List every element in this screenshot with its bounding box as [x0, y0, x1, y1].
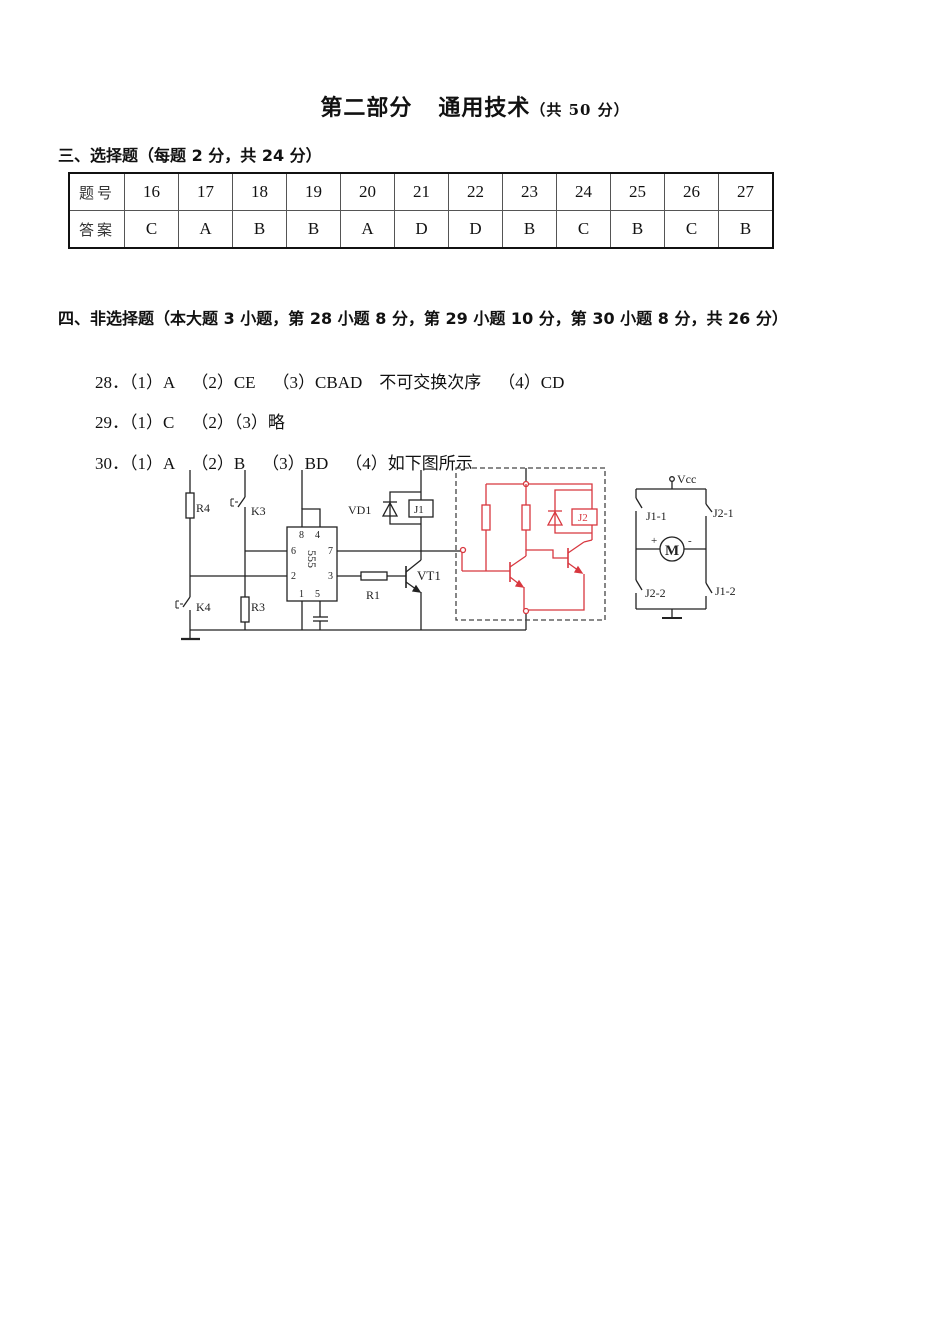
answer-cell: A [178, 210, 233, 249]
label-j1: J1 [414, 504, 424, 516]
pin4-label: 4 [315, 530, 320, 541]
label-k4: K4 [196, 600, 211, 614]
answer-line-30: 30．（1）A （2）B （3）BD （4）如下图所示 [95, 449, 473, 474]
answer-table: 题号 16 17 18 19 20 21 22 23 24 25 26 27 答… [68, 172, 774, 249]
terminal-input [459, 546, 467, 554]
diode-answer [546, 510, 564, 526]
label-vt1: VT1 [417, 568, 441, 583]
pin1-label: 1 [299, 589, 304, 600]
row-label: 答案 [68, 210, 125, 249]
question-number: 18 [232, 172, 287, 211]
pin3-label: 3 [328, 571, 333, 582]
answer-cell: C [664, 210, 719, 249]
page-title: 第二部分通用技术（共 50 分） [0, 90, 950, 122]
answer-text: （1）C （2）（3）略 [129, 413, 285, 432]
answer-cell: B [718, 210, 774, 249]
pin5-label: 5 [315, 589, 320, 600]
label-motor: M [665, 543, 679, 559]
section4-heading: 四、非选择题（本大题 3 小题，第 28 小题 8 分，第 29 小题 10 分… [58, 309, 788, 328]
terminal-ground [522, 607, 530, 615]
answer-text: （1）A （2）CE （3）CBAD 不可交换次序 （4）CD [129, 373, 565, 392]
label-k3: K3 [251, 504, 266, 518]
answer-number: 28． [95, 373, 129, 392]
answer-cell: A [340, 210, 395, 249]
label-j2-2: J2-2 [645, 586, 666, 600]
answer-line-29: 29．（1）C （2）（3）略 [95, 408, 285, 433]
label-j1-1: J1-1 [646, 509, 667, 523]
section3-heading: 三、选择题（每题 2 分，共 24 分） [58, 146, 322, 165]
label-j2-1: J2-1 [713, 506, 734, 520]
title-score: （共 50 分） [530, 101, 630, 119]
switch-k4 [182, 596, 191, 608]
answer-line-28: 28．（1）A （2）CE （3）CBAD 不可交换次序 （4）CD [95, 368, 564, 393]
label-r3: R3 [251, 600, 265, 614]
label-minus: - [688, 535, 692, 547]
pin6-label: 6 [291, 546, 296, 557]
control-circuit: R4 K4 K3 R3 8 4 6 7 2 3 1 5 555 [175, 468, 527, 641]
motor-h-bridge: Vcc J1-1 J2-1 M + - J2-2 J1-2 [635, 472, 736, 619]
table-row-answers: 答案 C A B B A D D B C B C B [68, 210, 774, 249]
label-j2: J2 [578, 512, 588, 524]
ic-label: 555 [305, 550, 319, 568]
question-number: 20 [340, 172, 395, 211]
switch-j1-1 [635, 497, 643, 509]
label-vd1: VD1 [348, 503, 371, 517]
label-plus: + [651, 535, 657, 547]
table-row-numbers: 题号 16 17 18 19 20 21 22 23 24 25 26 27 [68, 172, 774, 211]
resistor-answer-2 [521, 504, 531, 531]
answer-box [455, 467, 606, 621]
label-r4: R4 [196, 501, 210, 515]
answer-cell: B [286, 210, 341, 249]
answer-cell: B [502, 210, 557, 249]
relay-j2 [571, 508, 598, 526]
label-vcc: Vcc [677, 472, 696, 486]
pin8-label: 8 [299, 530, 304, 541]
answer-cell: C [124, 210, 179, 249]
question-number: 17 [178, 172, 233, 211]
switch-k3 [237, 496, 246, 508]
switch-j2-1 [705, 503, 713, 513]
question-number: 22 [448, 172, 503, 211]
pin2-label: 2 [291, 571, 296, 582]
resistor-answer-1 [481, 504, 491, 531]
question-number: 19 [286, 172, 341, 211]
answer-circuit: J2 [459, 480, 598, 615]
vcc-terminal [669, 476, 675, 482]
circuit-diagram: R4 K4 K3 R3 8 4 6 7 2 3 1 5 555 [175, 467, 736, 641]
label-r1: R1 [366, 588, 380, 602]
answer-text: （1）A （2）B （3）BD （4）如下图所示 [129, 454, 473, 473]
pin7-label: 7 [328, 546, 333, 557]
answer-number: 30． [95, 454, 129, 473]
question-number: 26 [664, 172, 719, 211]
title-part: 第二部分 [320, 96, 413, 121]
label-j1-2: J1-2 [715, 584, 736, 598]
relay-j1 [408, 499, 434, 518]
answer-cell: B [232, 210, 287, 249]
ic-555 [286, 526, 338, 602]
answer-cell: D [448, 210, 503, 249]
resistor-r1 [360, 571, 388, 581]
switch-j1-2 [705, 582, 713, 594]
resistor-r3 [240, 596, 250, 623]
resistor-r4 [185, 492, 195, 519]
diode-vd1 [381, 501, 399, 517]
answer-number: 29． [95, 413, 129, 432]
title-subject: 通用技术 [438, 96, 531, 121]
switch-j2-2 [635, 579, 643, 591]
